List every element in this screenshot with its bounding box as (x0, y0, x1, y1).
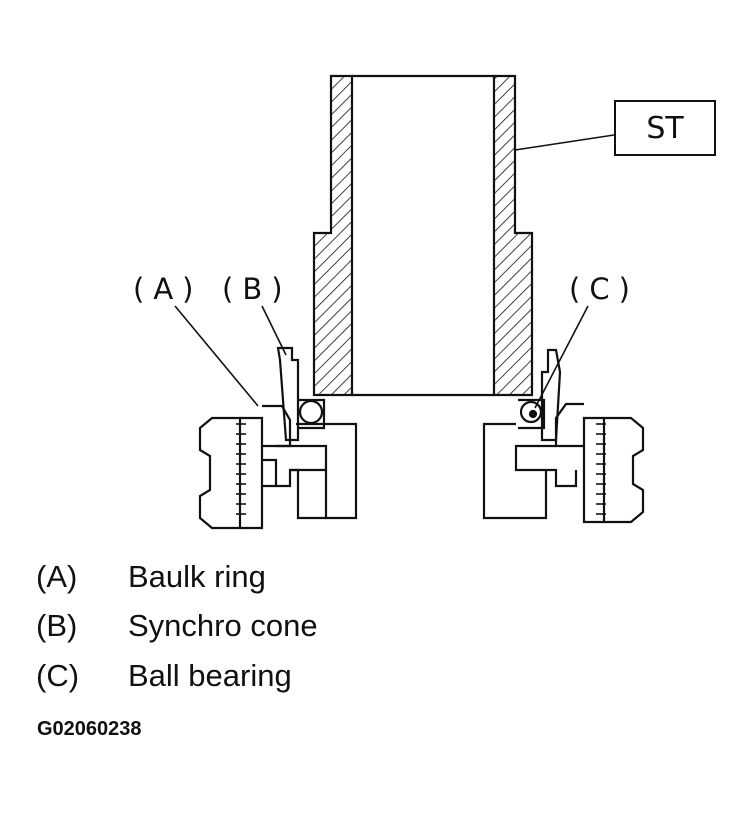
legend-text: Synchro cone (128, 608, 318, 643)
legend-key: (B) (36, 608, 78, 643)
synchro-assembly-diagram (174, 74, 645, 530)
right-ball-bearing (519, 400, 543, 424)
right-synchro-cone (540, 348, 562, 442)
callout-c-leader (534, 305, 589, 409)
callout-c-label: (C) (569, 272, 639, 306)
callout-b-label: (B) (222, 272, 292, 306)
callout-a-label: (A) (133, 272, 203, 306)
left-synchro-cone (276, 346, 300, 442)
callout-a-leader (174, 305, 259, 407)
right-gear-teeth (596, 423, 606, 515)
tube-right-wall (492, 74, 534, 397)
st-leader-line (514, 134, 615, 151)
tube-left-wall (312, 74, 354, 397)
callout-b-leader (261, 305, 287, 356)
legend-key: (A) (36, 559, 78, 594)
legend-text: Baulk ring (128, 559, 266, 594)
left-ball-bearing (298, 399, 324, 425)
right-gear-assembly (482, 348, 645, 524)
figure-id: G02060238 (37, 718, 142, 740)
legend-text: Ball bearing (128, 658, 292, 693)
left-gear-teeth (236, 423, 246, 515)
left-gear-assembly (198, 346, 358, 530)
legend-key: (C) (36, 658, 80, 693)
special-tool-tube (312, 74, 534, 397)
special-tool-label: ST (614, 100, 716, 156)
